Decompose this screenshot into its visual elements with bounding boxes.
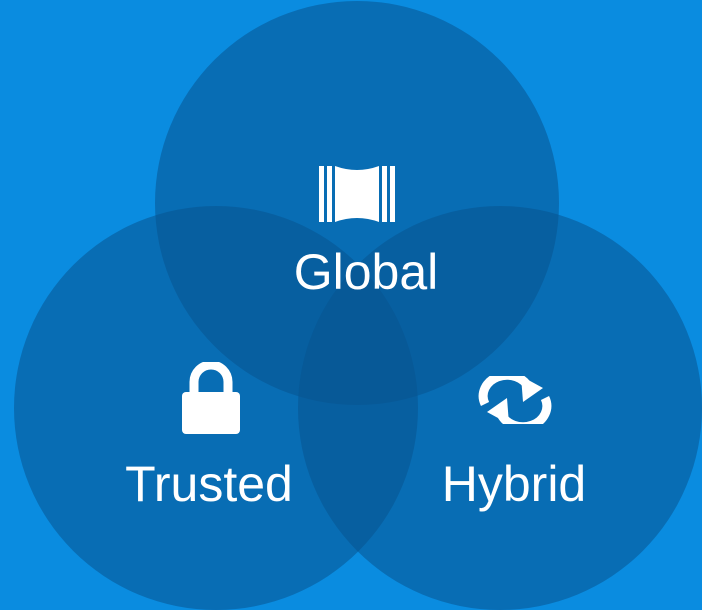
label-global: Global bbox=[293, 244, 439, 300]
gateway-icon bbox=[317, 164, 397, 229]
sync-arrows-icon bbox=[471, 370, 559, 432]
label-hybrid: Hybrid bbox=[441, 456, 587, 512]
lock-icon bbox=[180, 360, 242, 441]
label-trusted: Trusted bbox=[125, 456, 293, 512]
